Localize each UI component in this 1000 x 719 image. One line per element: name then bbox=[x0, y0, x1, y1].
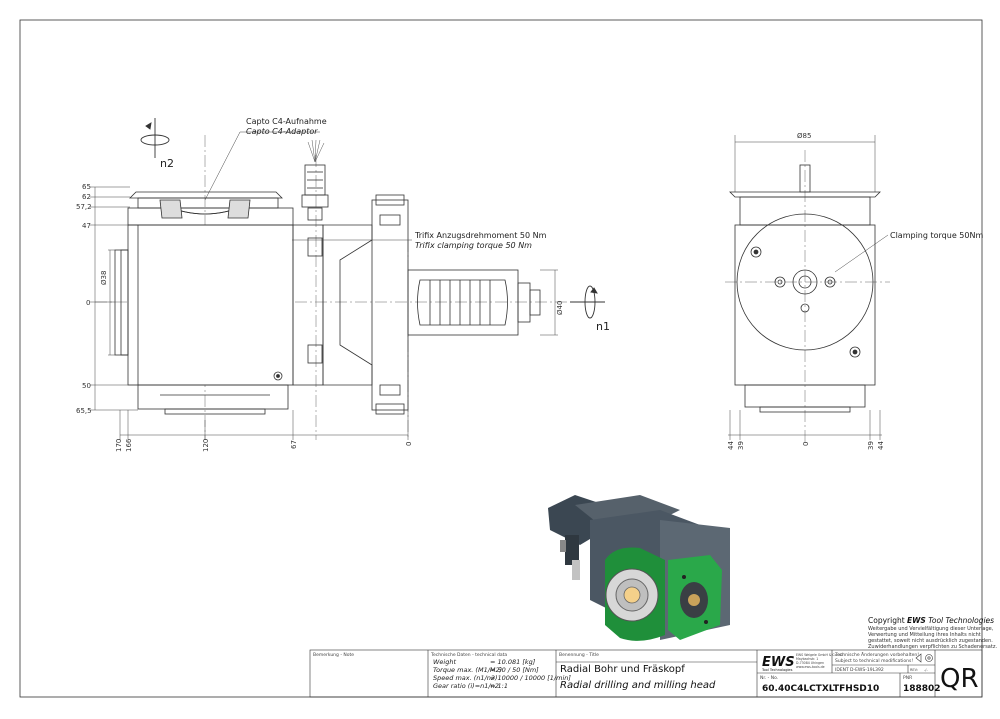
part-number: 60.40C4LCTXLTFHSD10 bbox=[762, 684, 879, 694]
isometric-render bbox=[548, 495, 730, 641]
title-label: Benennung - Title bbox=[559, 652, 599, 658]
front-view bbox=[95, 135, 575, 440]
tech-row-speed-val: = 10000 / 10000 [1/min] bbox=[490, 674, 571, 682]
remark-label: Bemerkung - Note bbox=[313, 652, 354, 658]
dim-47: 47 bbox=[82, 222, 91, 230]
callout-torque-en: Trifix clamping torque 50 Nm bbox=[415, 241, 532, 250]
rotation-arrow-n1 bbox=[570, 285, 605, 319]
dim-50: 50 bbox=[82, 382, 91, 390]
callout-adaptor-de: Capto C4-Aufnahme bbox=[246, 117, 327, 126]
dim-65-5: 65,5 bbox=[76, 407, 92, 415]
tech-row-torque-key: Torque max. (M1/M2) bbox=[433, 666, 502, 674]
tech-row-gear-key: Gear ratio (i)=n1/n2 bbox=[433, 682, 499, 690]
tech-row-torque-val: = 50 / 50 [Nm] bbox=[490, 666, 539, 674]
company-line-2: Maybachstr. 1 bbox=[796, 657, 818, 661]
dim-right-44a: 44 bbox=[727, 441, 735, 450]
callout-torque-de: Trifix Anzugsdrehmoment 50 Nm bbox=[414, 231, 547, 240]
rotation-arrow-n2 bbox=[140, 118, 170, 158]
tech-data-label: Technische Daten - technical data bbox=[430, 652, 507, 658]
company-line-4: www.ews-tools.de bbox=[796, 665, 825, 669]
dim-bottom-170: 170 bbox=[115, 439, 123, 452]
dim-right-39b: 39 bbox=[867, 441, 875, 450]
dim-0: 0 bbox=[86, 299, 90, 307]
ident-label: IDENT bbox=[835, 667, 849, 673]
rev-value: -/- bbox=[924, 668, 928, 672]
title-block bbox=[309, 649, 983, 698]
copyright-line-3: gestattet, soweit nicht ausdrücklich zug… bbox=[868, 638, 993, 644]
ews-logo-sub: Tool Technologies bbox=[761, 668, 793, 672]
dim-bottom-0: 0 bbox=[405, 442, 413, 446]
dim-dia-85: Ø85 bbox=[797, 132, 811, 140]
coolant-spray-icon bbox=[307, 139, 325, 163]
copyright-line-1: Weitergabe und Vervielfältigung dieser U… bbox=[868, 626, 994, 632]
dim-dia-38: Ø38 bbox=[100, 271, 108, 285]
company-line-3: D-73084 Uhingen bbox=[796, 661, 824, 665]
title-en: Radial drilling and milling head bbox=[560, 680, 716, 691]
dim-bottom-166: 166 bbox=[125, 438, 133, 452]
part-no-label: Nr. - No. bbox=[760, 675, 778, 681]
dim-65: 65 bbox=[82, 183, 91, 191]
title-de: Radial Bohr und Fräskopf bbox=[560, 664, 685, 675]
ews-logo bbox=[760, 653, 793, 669]
copyright-line-4: Zuwiderhandlungen verpflichten zu Schade… bbox=[868, 644, 997, 650]
callout-adaptor-en: Capto C4-Adaptor bbox=[246, 127, 318, 136]
tech-row-weight-key: Weight bbox=[433, 658, 456, 666]
copyright-heading: Copyright EWS Tool Technologies bbox=[868, 616, 994, 625]
rev-label: REV: bbox=[910, 668, 918, 672]
ews-logo-text: EWS bbox=[762, 655, 795, 670]
qr-mark: QR bbox=[940, 664, 979, 694]
dim-62: 62 bbox=[82, 193, 91, 201]
front-view-dimensions bbox=[90, 131, 558, 440]
dim-dia-40: Ø40 bbox=[556, 301, 564, 315]
label-n1: n1 bbox=[596, 320, 610, 333]
dim-right-39a: 39 bbox=[737, 441, 745, 450]
modification-en: Subject to technical modifications! bbox=[835, 658, 913, 664]
copyright-line-2: Verwertung und Mitteilung ihres Inhalts … bbox=[868, 632, 981, 638]
dim-right-0: 0 bbox=[802, 442, 810, 446]
side-view bbox=[725, 150, 890, 445]
side-view-dimensions bbox=[728, 135, 889, 440]
dim-57-2: 57,2 bbox=[76, 203, 92, 211]
dim-bottom-67: 67 bbox=[290, 440, 298, 449]
tech-row-gear-val: = 1:1 bbox=[490, 682, 508, 690]
tech-row-weight-val: = 10.081 [kg] bbox=[490, 658, 536, 666]
rev-symbol-icon bbox=[915, 653, 933, 663]
company-line-1: EWS Weigele GmbH & Co. KG bbox=[796, 653, 844, 657]
label-n2: n2 bbox=[160, 157, 174, 170]
modification-de: Technische Änderungen vorbehalten! bbox=[834, 651, 919, 658]
item-number: 188802 bbox=[903, 684, 941, 694]
item-no-label: PNR bbox=[903, 675, 912, 681]
dim-right-44b: 44 bbox=[877, 441, 885, 450]
callout-clamping: Clamping torque 50Nm bbox=[890, 231, 983, 240]
tech-row-speed-key: Speed max. (n1/n2) bbox=[433, 674, 498, 682]
dim-bottom-120: 120 bbox=[202, 439, 210, 452]
ident-value: D-EWS-19L392 bbox=[850, 667, 884, 673]
